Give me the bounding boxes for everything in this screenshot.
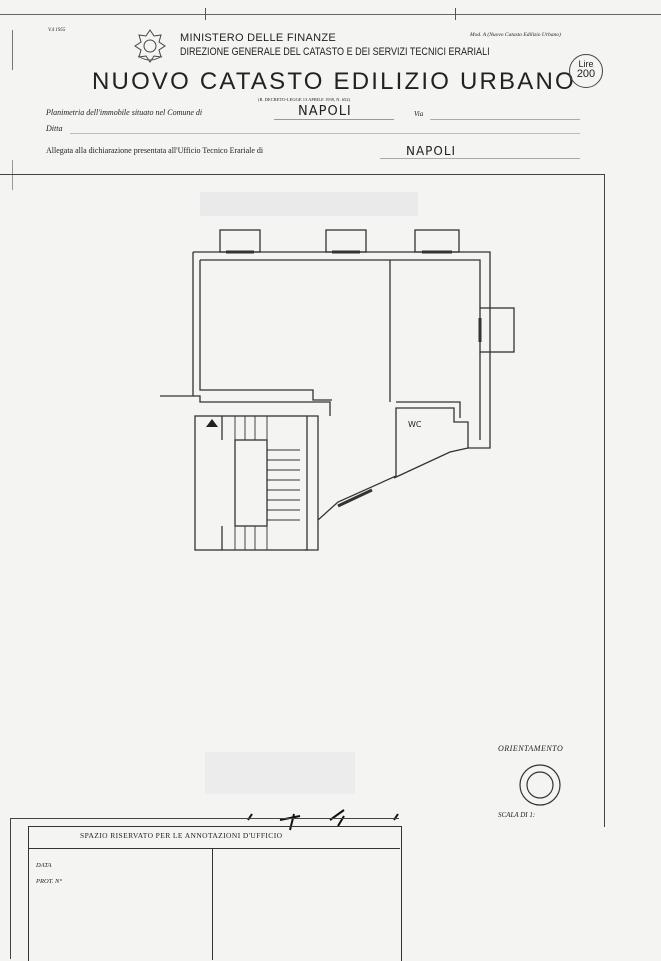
ufficio-value: NAPOLI [406,144,457,158]
top-rule [0,14,661,15]
republic-emblem-icon [134,29,166,63]
ufficio-line [380,158,580,159]
via-line [430,119,580,120]
margin-mark [12,160,13,190]
margin-mark [12,30,13,70]
stamp-value: 200 [576,68,596,80]
tick-mark [455,8,456,20]
drawing-frame [0,174,605,827]
redacted-strip [200,192,418,216]
decree-note: (R. DECRETO-LEGGE 13 APRILE 1939, N. 652… [258,97,351,102]
annotations-box [10,818,399,959]
form-code: V.4 1955 [48,28,66,33]
entrance-arrow-icon [206,419,218,427]
floor-plan [160,229,515,551]
allegata-label: Allegata alla dichiarazione presentata a… [46,146,264,155]
annotations-column-divider [212,848,213,960]
direzione-name: DIREZIONE GENERALE DEL CATASTO E DEI SER… [180,46,490,58]
annotations-divider [28,848,400,849]
scala-label: SCALA DI 1: [498,811,536,819]
annotations-title: SPAZIO RISERVATO PER LE ANNOTAZIONI D'UF… [80,831,283,840]
wc-label: WC [408,420,422,429]
prot-label: PROT. N° [36,878,62,885]
tick-mark [205,8,206,20]
comune-line [274,119,394,120]
via-label: Via [414,110,424,118]
annotations-inner [28,826,402,961]
planimetria-label: Planimetria dell'immobile situato nel Co… [46,108,203,117]
compass-icon [519,764,561,806]
ministry-name: MINISTERO DELLE FINANZE [180,32,337,44]
orientamento-label: ORIENTAMENTO [498,744,564,753]
ditta-label: Ditta [46,124,63,133]
redacted-strip [205,752,355,794]
comune-value: NAPOLI [298,104,352,119]
stamp-lire: Lire [578,59,594,69]
stamp-badge: Lire 200 [569,54,603,88]
ditta-line [70,133,580,134]
page-title: NUOVO CATASTO EDILIZIO URBANO [92,68,576,95]
data-label: DATA [36,862,52,869]
model-code: Mod. A (Nuovo Catasto Edilizio Urbano) [470,32,561,38]
